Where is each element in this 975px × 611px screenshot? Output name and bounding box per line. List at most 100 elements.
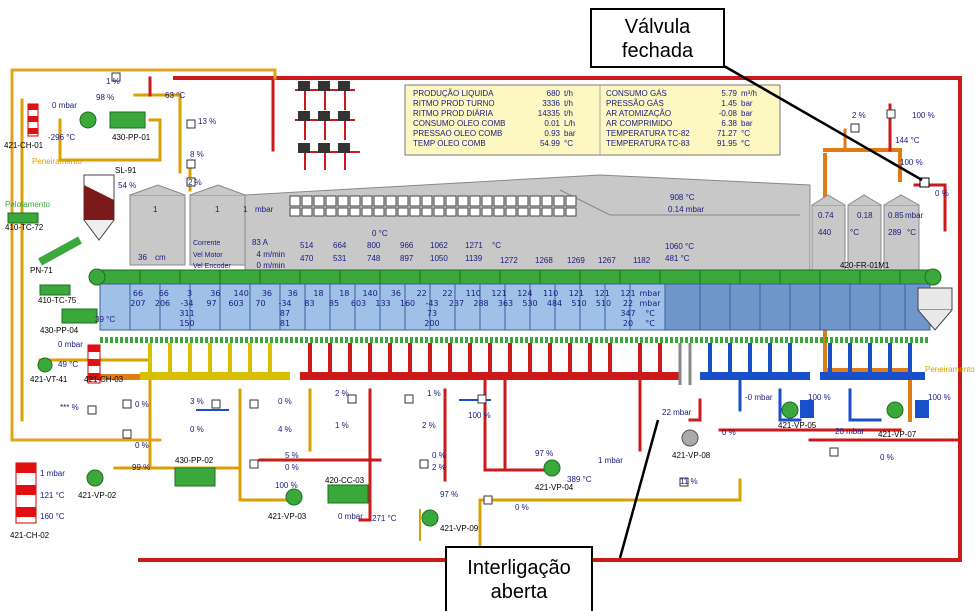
info-unit: bar <box>741 99 753 108</box>
hood-temp: 1182 <box>633 256 651 265</box>
info-label: PRESSÃO GÁS <box>606 99 664 108</box>
windbox-cell: 18 <box>313 289 323 298</box>
windbox-cell: 73 <box>427 309 437 318</box>
windbox-cell: 20 <box>623 319 633 328</box>
windbox-cell: 160 <box>400 299 415 308</box>
tank-value: 1 <box>215 205 220 214</box>
reading: 0 mbar <box>58 340 83 349</box>
windbox-cell: mbar <box>639 299 661 308</box>
hood-temp: 531 <box>333 254 347 263</box>
info-unit: t/h <box>564 99 573 108</box>
corrente-label: Corrente <box>193 240 220 247</box>
callout-text: Válvula <box>592 15 723 39</box>
windbox-cell: 124 <box>517 289 532 298</box>
info-value: 680 <box>547 89 561 98</box>
equipment-label: 421-CH-03 <box>84 375 124 384</box>
reading: 160 °C <box>40 512 65 521</box>
reading: 0 % <box>285 463 299 472</box>
windbox-cell: °C <box>645 319 655 328</box>
reading: -0 mbar <box>745 393 773 402</box>
reading: 98 % <box>96 93 114 102</box>
windbox-cell: 237 <box>449 299 464 308</box>
windbox-cell: 288 <box>473 299 488 308</box>
windbox-cell: mbar <box>639 289 661 298</box>
reading: 1 % <box>427 389 441 398</box>
reading: 0 % <box>278 397 292 406</box>
equipment-label: 420-FR-01M1 <box>840 261 890 270</box>
info-value: 54.99 <box>540 139 561 148</box>
equipment-label: SL-91 <box>115 166 137 175</box>
hood-temp: 966 <box>400 241 414 250</box>
info-label: RITMO PROD DIÁRIA <box>413 109 494 118</box>
info-unit: L/h <box>564 119 575 128</box>
callout-text: aberta <box>447 580 591 604</box>
equipment-label: 430-PP-02 <box>175 456 214 465</box>
reading: 4 % <box>278 425 292 434</box>
callout-interligacao-aberta: Interligação aberta <box>445 546 593 611</box>
reading: 0 % <box>135 441 149 450</box>
equipment-label: 421-VP-09 <box>440 524 479 533</box>
info-label: AR ATOMIZAÇÃO <box>606 109 671 118</box>
info-label: AR COMPRIMIDO <box>606 119 672 128</box>
reading: 0 % <box>135 400 149 409</box>
reading: 0 % <box>190 425 204 434</box>
reading: 389 °C <box>567 475 592 484</box>
reading: 22 mbar <box>662 408 692 417</box>
windbox-cell: 36 <box>288 289 298 298</box>
windbox-cell: 85 <box>329 299 339 308</box>
equipment-label: 410-TC-72 <box>5 223 44 232</box>
hood-temp: 800 <box>367 241 381 250</box>
equipment-label: 430-PP-04 <box>40 326 79 335</box>
equipment-label: Pelotamento <box>5 200 50 209</box>
reading: 100 % <box>900 158 923 167</box>
equipment-label: Peneiramento <box>32 157 82 166</box>
info-label: TEMPERATURA TC-82 <box>606 129 690 138</box>
hood-temp: 748 <box>367 254 381 263</box>
reading: 99 % <box>132 463 150 472</box>
windbox-cell: °C <box>645 309 655 318</box>
reading: 5 % <box>285 451 299 460</box>
windbox-cell: 36 <box>391 289 401 298</box>
reading: 2 % <box>852 111 866 120</box>
windbox-cell: 207 <box>130 299 145 308</box>
reading: 2 % <box>422 421 436 430</box>
equipment-label: PN-71 <box>30 266 53 275</box>
level-value: 36 <box>138 253 147 262</box>
info-value: 6.38 <box>721 119 737 128</box>
info-value: 3336 <box>542 99 560 108</box>
windbox-cell: 133 <box>375 299 390 308</box>
hood-temp: 1272 <box>500 256 518 265</box>
reading: 2 % <box>188 178 202 187</box>
callout-text: fechada <box>592 39 723 63</box>
chimney-ch02 <box>16 463 36 523</box>
windbox-cell: 121 <box>595 289 610 298</box>
info-unit: bar <box>741 109 753 118</box>
windbox-cell: 22 <box>442 289 452 298</box>
info-value: 14335 <box>538 109 561 118</box>
windbox-cell: -34 <box>180 299 193 308</box>
reading: 39 °C <box>95 315 115 324</box>
right-tank-value: 0.74 <box>818 211 834 220</box>
info-label: RITMO PROD TURNO <box>413 99 495 108</box>
right-tank-value: 0.18 <box>857 211 873 220</box>
info-value: 5.79 <box>721 89 737 98</box>
equipment-label: 421-VP-07 <box>878 430 917 439</box>
windbox-cell: 347 <box>620 309 635 318</box>
right-temp-unit: °C <box>850 228 859 237</box>
windbox-cell: -34 <box>278 299 291 308</box>
reading: 97 % <box>535 449 553 458</box>
windbox-cell: 150 <box>179 319 194 328</box>
reading: 0 °C <box>372 229 388 238</box>
reading: 0 % <box>935 189 949 198</box>
windbox-cell: 36 <box>262 289 272 298</box>
hood-temp: 1062 <box>430 241 448 250</box>
windbox-cell: 66 <box>159 289 169 298</box>
reading: 8 % <box>190 150 204 159</box>
info-unit: °C <box>564 139 573 148</box>
reading: 0 % <box>515 503 529 512</box>
info-value: 0.93 <box>544 129 560 138</box>
reading: -296 °C <box>48 133 75 142</box>
windbox-cell: 311 <box>179 309 194 318</box>
equipment-label: 421-VP-03 <box>268 512 307 521</box>
